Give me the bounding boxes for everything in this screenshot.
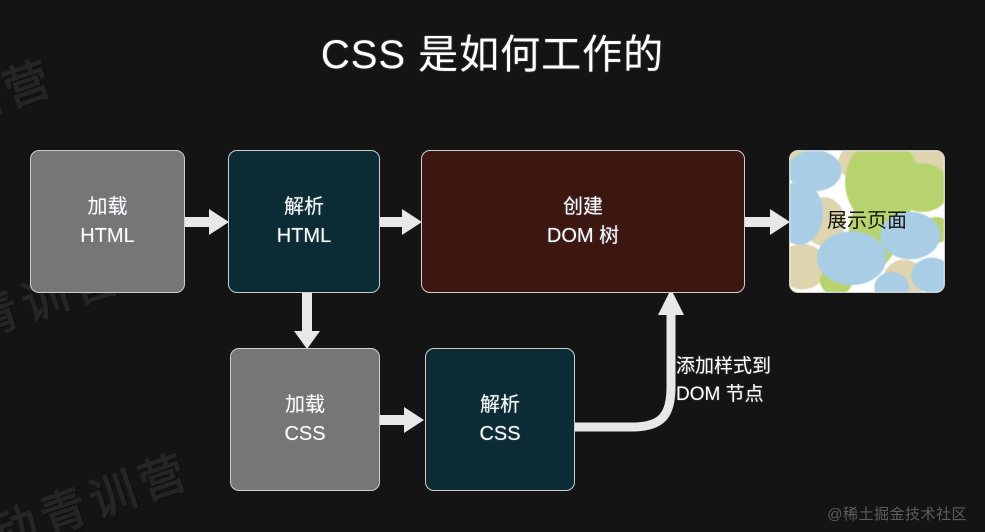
node-render-page-label: 展示页面 <box>827 210 907 233</box>
node-parse-css-line2: CSS <box>479 422 521 445</box>
node-load-css-line2: CSS <box>284 422 326 445</box>
node-parse-html-line1: 解析 <box>284 196 324 219</box>
node-parse-css: 解析 CSS <box>425 348 575 491</box>
connector-label-add-style-to-dom: 添加样式到 DOM 节点 <box>676 353 771 408</box>
arrow-load-css-to-parse-css <box>380 404 425 436</box>
arrow-load-html-to-parse-html <box>185 206 230 238</box>
node-render-page: 展示页面 <box>789 150 945 293</box>
arrow-parse-html-to-load-css <box>291 293 323 351</box>
node-create-dom-line2: DOM 树 <box>546 224 620 247</box>
node-parse-html: 解析 HTML <box>228 150 380 293</box>
arrow-parse-html-to-create-dom <box>380 206 423 238</box>
node-parse-html-line2: HTML <box>276 224 332 247</box>
arrow-parse-css-to-create-dom-curved <box>570 287 695 432</box>
connector-label-line1: 添加样式到 <box>676 356 772 377</box>
node-load-css-line1: 加载 <box>285 394 325 417</box>
node-load-html: 加载 HTML <box>30 150 185 293</box>
slide-title: CSS 是如何工作的 <box>320 33 665 77</box>
node-create-dom-tree: 创建 DOM 树 <box>421 150 745 293</box>
node-load-html-line2: HTML <box>80 224 135 247</box>
node-parse-css-line1: 解析 <box>480 394 520 417</box>
node-load-css: 加载 CSS <box>230 348 380 491</box>
arrow-create-dom-to-render-page <box>745 206 791 238</box>
connector-label-line2: DOM 节点 <box>676 383 764 405</box>
credit-watermark: @稀土掘金技术社区 <box>827 506 967 523</box>
map-preview-image <box>790 151 944 292</box>
node-create-dom-line1: 创建 <box>563 196 603 219</box>
node-load-html-line1: 加载 <box>87 196 128 219</box>
